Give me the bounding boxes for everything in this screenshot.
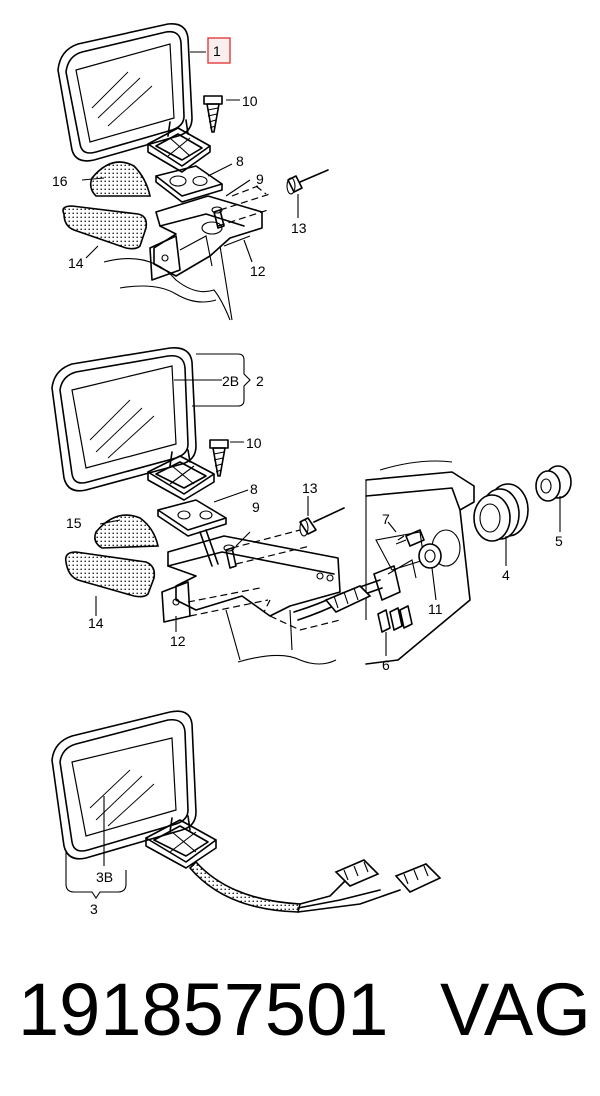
middle-bracket [161, 529, 341, 623]
middle-screw-small [395, 529, 425, 547]
middle-cover [94, 514, 159, 549]
middle-mirror-base [147, 449, 215, 501]
callout-label: 9 [256, 171, 264, 187]
callout-label: 2 [256, 373, 264, 389]
callout-label: 10 [246, 435, 262, 451]
middle-plug [535, 465, 572, 502]
callout-label: 7 [382, 511, 390, 527]
callout-label: 14 [68, 255, 84, 271]
callout-label: 3 [90, 901, 98, 917]
top-door-outline [103, 235, 251, 321]
callout-label: 2B [222, 373, 239, 389]
bottom-assembly: 3B 3 [51, 710, 442, 917]
middle-rivet [299, 507, 345, 537]
middle-grommet [473, 483, 529, 542]
parts-diagram: 1 10 8 9 16 13 14 12 [51, 22, 572, 917]
top-mirror-housing [57, 22, 193, 162]
top-assembly: 1 10 8 9 16 13 14 12 [52, 22, 329, 321]
callout-label: 9 [252, 499, 260, 515]
callout-label: 12 [170, 633, 186, 649]
callout-label: 11 [428, 601, 443, 617]
callout-label: 10 [242, 93, 258, 109]
callout-label: 3B [96, 869, 113, 885]
top-mirror-base [147, 119, 211, 173]
middle-gasket [157, 499, 227, 537]
bottom-cable [188, 860, 302, 913]
bottom-connector-a [334, 859, 380, 887]
brand-name: VAG [440, 968, 591, 1051]
callout-label: 8 [250, 481, 258, 497]
middle-trim [64, 551, 156, 598]
callout-label: 6 [382, 657, 390, 673]
top-rivet [286, 169, 329, 195]
middle-mirror-housing [51, 346, 197, 492]
middle-screw [209, 439, 229, 477]
callout-label: 13 [302, 480, 318, 496]
callout-1-highlight [207, 37, 231, 64]
top-screw [203, 95, 223, 133]
bottom-connector-b [394, 863, 442, 893]
bottom-mirror-housing [51, 710, 197, 860]
bottom-mirror-base [145, 815, 217, 869]
callout-label: 5 [555, 533, 563, 549]
top-gasket [155, 165, 223, 203]
callout-label: 14 [88, 615, 104, 631]
middle-assembly: 2 2B 10 8 13 7 5 9 15 4 11 14 12 6 [51, 346, 572, 673]
callout-label: 4 [502, 567, 510, 583]
callout-label: 16 [52, 173, 68, 189]
top-cover [89, 161, 151, 197]
middle-nut [418, 543, 442, 569]
callout-label: 12 [250, 263, 266, 279]
middle-door-outline [225, 609, 337, 665]
top-trim [62, 205, 148, 250]
callout-label: 13 [291, 220, 307, 236]
middle-wiring [293, 559, 417, 633]
callout-label: 8 [236, 153, 244, 169]
part-number: 191857501 [18, 968, 389, 1051]
callout-label: 15 [66, 515, 82, 531]
callout-label: 1 [213, 43, 221, 59]
